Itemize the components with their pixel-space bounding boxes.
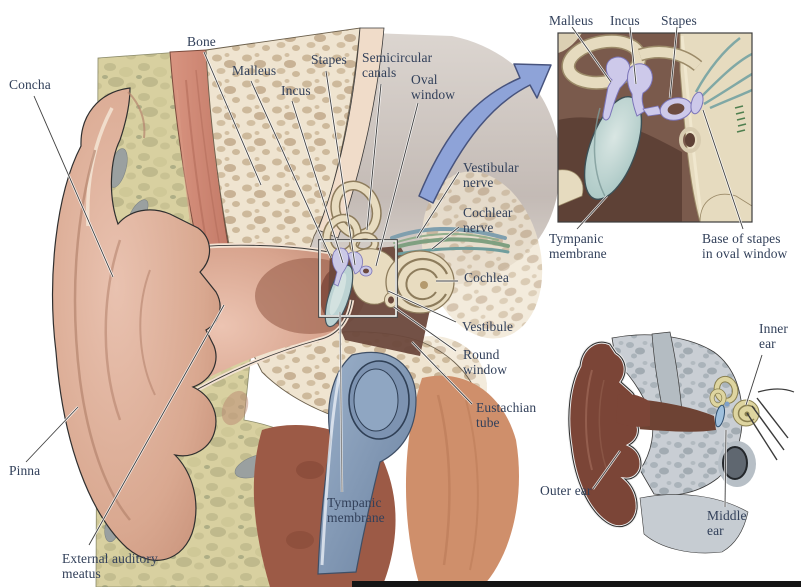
label-cochlea: Cochlea — [464, 270, 509, 285]
tympanic-membrane-shape — [324, 264, 354, 328]
main-figure — [52, 27, 561, 587]
inset-label-incus: Incus — [610, 13, 640, 28]
page-edge-bar — [352, 581, 801, 587]
overview-inset — [567, 331, 795, 554]
middle-ear-inset-frame — [557, 32, 753, 223]
label-bone: Bone — [187, 34, 216, 49]
label-eustachian-tube: Eustachian tube — [476, 400, 537, 431]
label-pinna: Pinna — [9, 463, 41, 478]
zoom-arrow-icon — [418, 63, 552, 204]
label-concha: Concha — [9, 77, 51, 92]
overview-label-inner-ear: Inner ear — [759, 321, 788, 352]
label-cochlear-nerve: Cochlear nerve — [463, 205, 513, 236]
leader-lines — [25, 26, 764, 546]
label-malleus: Malleus — [232, 63, 277, 78]
inset-label-stapes: Stapes — [661, 13, 697, 28]
label-vestibular-nerve: Vestibular nerve — [463, 160, 519, 191]
inset-label-base-of-stapes: Base of stapes in oval window — [702, 231, 788, 262]
overview-label-middle-ear: Middle ear — [707, 508, 747, 539]
scalp-skin-strip — [317, 27, 385, 239]
label-round-window: Round window — [463, 347, 508, 378]
middle-ear-zoom-box — [318, 239, 398, 318]
pinna-shape — [52, 87, 221, 561]
inset-tympanic-membrane-shape — [583, 95, 643, 201]
label-incus: Incus — [281, 83, 311, 98]
overview-middle-ear-shape — [714, 404, 726, 428]
label-semicircular-canals: Semicircular canals — [362, 50, 433, 81]
middle-ear-inset — [557, 32, 753, 223]
label-vestibule: Vestibule — [462, 319, 514, 334]
label-external-auditory-meatus: External auditory meatus — [62, 551, 158, 582]
inset-label-malleus: Malleus — [549, 13, 594, 28]
label-oval-window: Oval window — [411, 72, 456, 103]
overview-label-outer-ear: Outer ear — [540, 483, 592, 498]
muscle-mass-lower — [405, 375, 519, 587]
inset-label-tympanic-membrane: Tympanic membrane — [549, 231, 607, 262]
label-tympanic-membrane: Tympanic membrane — [327, 495, 385, 526]
eustachian-tube-shape — [317, 351, 417, 575]
label-stapes: Stapes — [311, 52, 347, 67]
inset-ossicles-shape — [602, 56, 704, 121]
